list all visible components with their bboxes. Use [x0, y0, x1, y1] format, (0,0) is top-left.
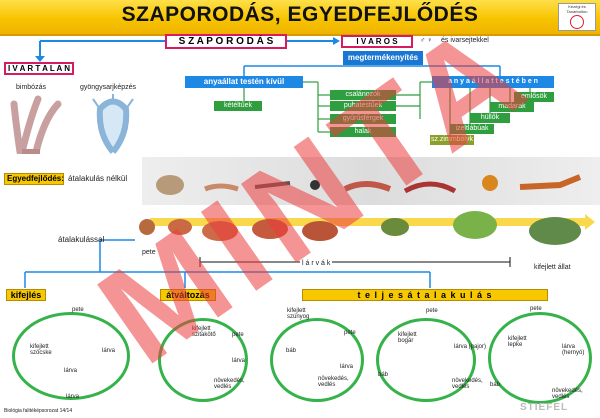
page-title: SZAPORODÁS, EGYEDFEJLŐDÉS	[121, 3, 479, 26]
cycle-bogar	[376, 318, 476, 402]
tag-emlosok: emlősök	[514, 92, 554, 102]
ivarsejtekkel-label: és ivarsejtekkel	[441, 37, 489, 44]
sex-symbols: ♂ ♀	[420, 37, 433, 44]
c5-larva: lárva (hernyó)	[562, 344, 585, 356]
c3-kifejlett: kifejlett szúnyog	[287, 308, 310, 320]
c2-novekedes: növekedés, vedlés	[214, 378, 245, 390]
egyedfejlodes-label: Egyedfejlődés:	[4, 173, 64, 185]
tag-csalanozok: csalánozók	[330, 90, 396, 100]
teljes-atalakulas-label: t e l j e s á t a l a k u l á s	[302, 289, 548, 301]
hydra-bimbozas-image	[10, 94, 65, 156]
c2-pete: pete	[232, 332, 244, 338]
tag-gyurusfergek: gyűrűsférgek	[330, 114, 396, 124]
animal-illustrations	[150, 165, 590, 200]
ivartalan-box: I V A R T A L A N	[4, 62, 74, 75]
c5-pete: pete	[530, 306, 542, 312]
c3-bab: báb	[286, 348, 297, 354]
atalakulas-nelkul-label: átalakulás nélkül	[68, 174, 128, 183]
c1-larva2: lárva	[64, 368, 78, 374]
c2-larva: lárva	[232, 358, 246, 364]
c3-novekedes: növekedés, vedlés	[318, 376, 349, 388]
frog-development-illustrations	[135, 205, 595, 255]
hydra-gyongy-image	[88, 94, 138, 154]
footer-series: Biológia falitéképsorozat 14/14	[4, 408, 73, 414]
tag-hullok: hüllők	[470, 113, 510, 123]
c1-larva1: lárva	[102, 348, 116, 354]
animals-band	[142, 157, 600, 205]
szaporodas-box: S Z A P O R O D Á S	[165, 34, 287, 49]
tag-halak: halak	[330, 127, 396, 137]
kivul-box: anyaállat testén kívül	[185, 76, 303, 88]
tag-izeltlabuak: izeltlábúak	[450, 124, 494, 134]
ivaros-box: I V A R O S	[341, 35, 413, 48]
kifejles-label: kifejlés	[6, 289, 46, 301]
larvak-label: l á r v á k	[300, 260, 333, 267]
c2-kifejlett: kifejlett szitakötő	[192, 326, 216, 338]
tag-extra: sz.zimmbólyk	[430, 135, 474, 145]
cycle-szitakoto	[158, 318, 248, 402]
c4-bab: báb	[378, 372, 389, 378]
c5-novekedes: növekedés, vedlés	[552, 388, 583, 400]
gyongy-label: gyöngysarjképzés	[80, 84, 137, 91]
c4-kifejlett: kifejlett bogár	[398, 332, 417, 344]
cycle-szocske	[12, 312, 130, 400]
title-bar	[0, 0, 600, 36]
c1-kifejlett: kifejlett szöcske	[30, 344, 52, 356]
belul-box: a n y a á l l a t t e s t é b e n	[432, 76, 554, 88]
bimbozas-label: bimbózás	[16, 84, 46, 91]
cycle-szunyog	[270, 318, 364, 402]
kifejlett-allat-label: kifejlett állat	[534, 264, 571, 271]
keteltuek-tag: kétéltűek	[214, 101, 262, 111]
c4-novekedes: növekedés, vedlés	[452, 378, 483, 390]
c3-larva: lárva	[340, 364, 354, 370]
atalakulassal-label: átalakulással	[58, 235, 105, 244]
c3-pete: pete	[344, 330, 356, 336]
pete-label: pete	[142, 249, 156, 256]
publisher-mark: STIEFEL	[520, 402, 569, 413]
c4-larva: lárva (pajor)	[454, 344, 487, 350]
c1-larva3: lárva	[66, 394, 80, 400]
c1-pete: pete	[72, 307, 84, 313]
c5-kifejlett: kifejlett lepke	[508, 336, 527, 348]
tag-puhatestuek: puhatestűek	[330, 101, 396, 111]
megtermekenyites-box: megtermékenyítés	[343, 51, 423, 65]
tag-madarak: madarak	[490, 102, 534, 112]
publisher-logo: Kézégi és Tanárbolton	[558, 3, 596, 31]
atvaltozas-label: átváltozás	[160, 289, 216, 301]
c4-pete: pete	[426, 308, 438, 314]
cycle-lepke	[488, 312, 592, 404]
c5-bab: báb	[490, 382, 501, 388]
